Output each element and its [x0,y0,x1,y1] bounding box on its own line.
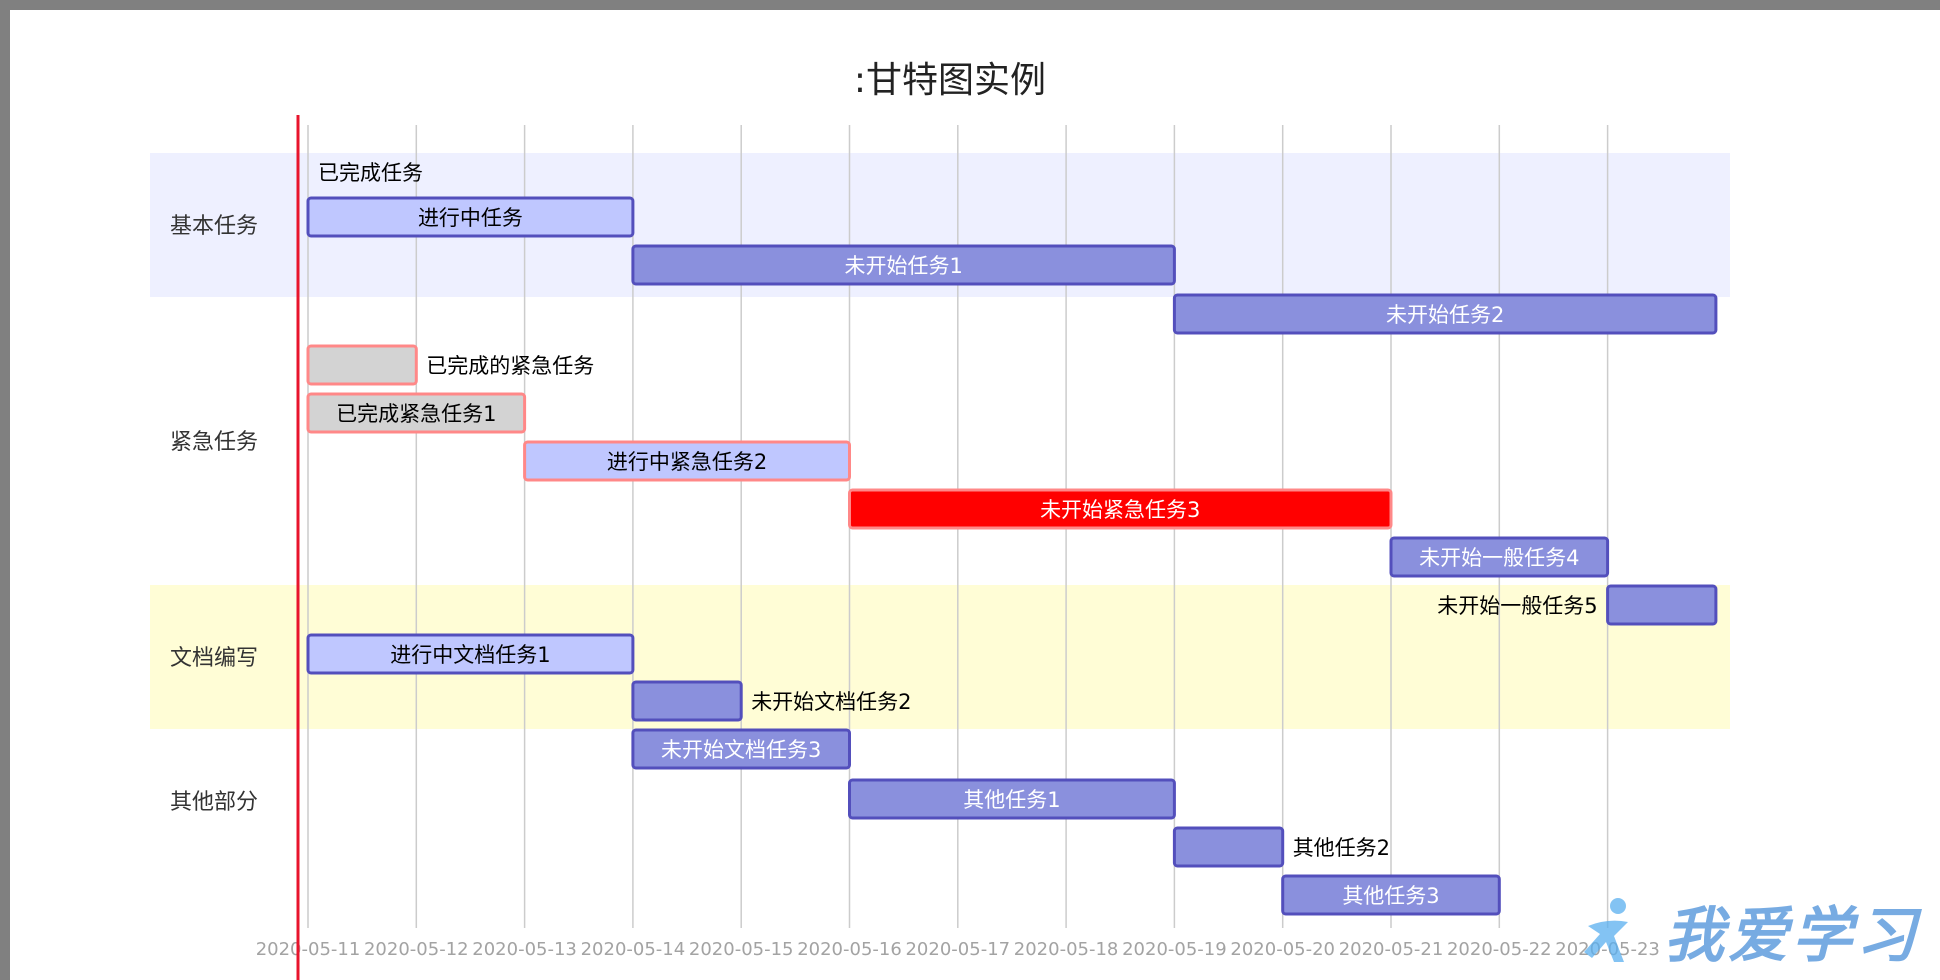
task-label: 进行中任务 [418,206,523,230]
task-label: 其他任务2 [1293,836,1390,860]
task-label: 进行中紧急任务2 [607,450,767,474]
task-label: 未开始文档任务2 [751,690,911,714]
x-tick-label: 2020-05-16 [797,939,902,960]
task-label: 其他任务1 [963,788,1060,812]
task-bar [1172,293,1718,335]
task-bar [306,196,635,238]
x-tick-label: 2020-05-17 [905,939,1010,960]
task-bar [306,392,527,434]
task-bar [631,728,852,770]
x-tick-label: 2020-05-15 [689,939,794,960]
task-label: 已完成的紧急任务 [426,354,594,378]
task-bar [631,680,743,722]
task-bar [848,778,1176,820]
watermark-text: 我爱学习 [1664,901,1920,971]
task-bar [306,344,418,386]
task-label: 已完成紧急任务1 [336,402,496,426]
task-bar [1281,874,1501,916]
x-tick-label: 2020-05-23 [1555,939,1660,960]
task-bar [848,488,1393,530]
x-tick-label: 2020-05-21 [1339,939,1444,960]
x-tick-label: 2020-05-11 [256,939,361,960]
x-tick-label: 2020-05-20 [1230,939,1335,960]
x-tick-label: 2020-05-18 [1014,939,1119,960]
x-tick-label: 2020-05-12 [364,939,469,960]
x-tick-label: 2020-05-14 [581,939,686,960]
task-bar [1606,584,1718,626]
section-label: 其他部分 [170,790,258,815]
task-label: 未开始任务1 [844,254,962,278]
task-label: 进行中文档任务1 [390,643,550,667]
chart-title: :甘特图实例 [854,60,1046,101]
section-label: 紧急任务 [170,430,258,455]
task-label: 其他任务3 [1342,884,1439,908]
x-tick-label: 2020-05-19 [1122,939,1227,960]
x-tick-label: 2020-05-13 [472,939,577,960]
task-label: 未开始紧急任务3 [1040,498,1200,522]
task-bar [1389,536,1610,578]
task-bar [631,244,1176,286]
x-tick-label: 2020-05-22 [1447,939,1552,960]
task-label: 未开始任务2 [1386,303,1504,327]
task-label: 未开始一般任务4 [1419,546,1579,570]
running-figure-icon [1584,898,1628,962]
task-label: 未开始一般任务5 [1437,594,1597,618]
task-bar [306,633,635,675]
section-label: 文档编写 [170,646,258,671]
section-label: 基本任务 [170,214,258,239]
task-label: 未开始文档任务3 [661,738,821,762]
task-bar [1172,826,1285,868]
task-bar [523,440,851,482]
task-label: 已完成任务 [318,161,423,185]
